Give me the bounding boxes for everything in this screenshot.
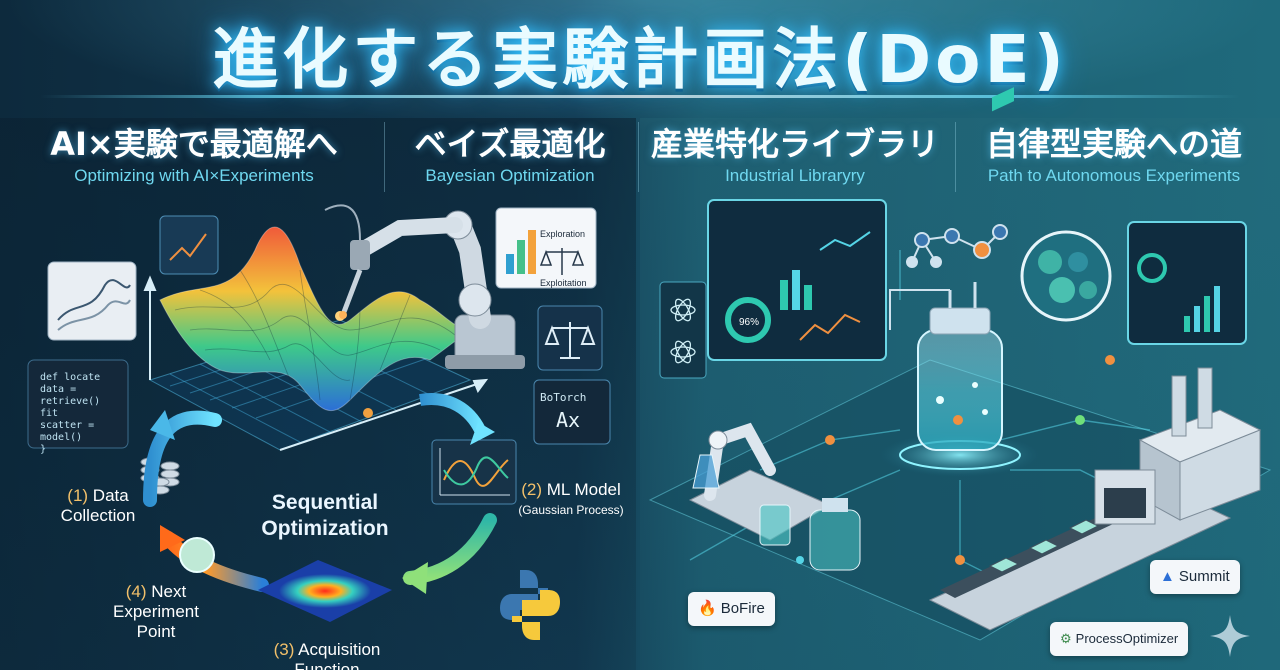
sparkle-icon — [1210, 615, 1250, 657]
step-text: Acquisition — [298, 640, 381, 659]
column-divider — [638, 122, 639, 192]
exploration-label: Exploration — [540, 229, 586, 239]
gear-icon: ⚙ — [1060, 631, 1072, 646]
column-subtitle-en: Path to Autonomous Experiments — [987, 166, 1241, 185]
column-title-jp: 自律型実験への道 — [985, 125, 1242, 163]
exploration-card — [495, 207, 597, 289]
step-data-collection: (1) Data Collection — [48, 486, 148, 526]
next-point-sphere — [179, 537, 215, 573]
bofire-badge: 🔥BoFire — [688, 592, 775, 626]
step-text: Data — [92, 486, 129, 505]
gp-chart-card — [431, 439, 517, 505]
processoptimizer-label: ProcessOptimizer — [1075, 631, 1179, 646]
python-logo-icon — [500, 570, 560, 640]
step-number: (2) — [521, 480, 543, 499]
column-subtitle-en: Bayesian Optimization — [425, 166, 595, 185]
summit-label: Summit — [1178, 568, 1230, 585]
scale-card — [537, 305, 603, 371]
chart-card-left — [47, 261, 137, 341]
code-card — [27, 359, 129, 449]
column-divider — [955, 122, 956, 192]
cycle-center-label: Sequential Optimization — [252, 490, 398, 542]
beakers — [759, 498, 861, 571]
reactor-jar — [880, 282, 1040, 477]
response-surface — [159, 226, 472, 412]
column-divider — [384, 122, 385, 192]
cycle-arrow-top-head — [150, 410, 175, 440]
step-text: Next — [151, 582, 187, 601]
column-header-ai-experiments: AI×実験で最適解へ Optimizing with AI×Experiment… — [14, 124, 374, 188]
processoptimizer-badge: ⚙ProcessOptimizer — [1050, 622, 1189, 656]
summit-badge: ▲Summit — [1150, 560, 1240, 594]
code-line: def locate — [40, 372, 101, 383]
botorch-card — [533, 379, 611, 445]
step-text: Experiment — [113, 602, 199, 621]
step-acquisition-function: (3) Acquisition Function — [252, 640, 402, 670]
column-header-bayesian: ベイズ最適化 Bayesian Optimization — [390, 124, 630, 188]
scale-icon — [544, 322, 596, 359]
code-line: fit — [40, 408, 59, 419]
column-title-jp: ベイズ最適化 — [414, 125, 606, 163]
cycle-center-line: Optimization — [261, 517, 389, 540]
column-subtitle-en: Industrial Libraryry — [725, 166, 865, 185]
page-title: 進化する実験計画法(DoE) — [212, 21, 1068, 98]
molecule-icon — [906, 224, 1008, 268]
flame-icon: 🔥 — [698, 600, 717, 617]
side-atom-panel — [659, 281, 707, 379]
atom-icon — [670, 298, 696, 364]
gauge-panel — [1127, 221, 1247, 345]
step-ml-model: (2) ML Model (Gaussian Process) — [510, 480, 632, 520]
cycle-center-line: Sequential — [271, 491, 379, 514]
step-text: (Gaussian Process) — [518, 503, 624, 517]
summit-mountain-icon: ▲ — [1160, 568, 1175, 585]
column-title-jp: 産業特化ライブラリ — [650, 125, 939, 163]
title-glow — [0, 0, 1280, 130]
step-number: (1) — [67, 486, 89, 505]
title-underline — [40, 95, 1240, 98]
acquisition-heatmap — [258, 560, 392, 622]
code-snippet: def locate data = retrieve() fit scatter… — [40, 372, 126, 456]
trend-card — [159, 215, 219, 275]
code-line: } — [40, 444, 47, 455]
step-number: (4) — [125, 582, 147, 601]
column-subtitle-en: Optimizing with AI×Experiments — [74, 166, 314, 185]
step-next-experiment: (4) Next Experiment Point — [94, 582, 218, 642]
dashboard-screen — [707, 199, 887, 361]
lab-robot-arm — [688, 422, 832, 541]
step-text: ML Model — [546, 480, 621, 499]
dashboard-percent: 96% — [738, 317, 759, 328]
plot-axes — [143, 275, 489, 451]
factory-building — [1094, 367, 1262, 525]
robot-arm — [324, 204, 525, 369]
cycle-arrow-left-head — [160, 525, 185, 552]
sample-point — [363, 408, 373, 418]
code-line: scatter = model() — [40, 420, 95, 443]
cycle-arrow-bottom-head — [402, 562, 428, 594]
bofire-label: BoFire — [720, 600, 765, 617]
column-title-jp: AI×実験で最適解へ — [50, 125, 338, 163]
botorch-label: BoTorch — [540, 391, 587, 404]
column-header-industrial: 産業特化ライブラリ Industrial Libraryry — [640, 124, 950, 188]
cycle-arrow-right-head — [470, 422, 495, 445]
ax-label: Ax — [556, 408, 581, 432]
code-line: data = retrieve() — [40, 384, 101, 407]
step-text: Function — [294, 660, 360, 670]
step-number: (3) — [273, 640, 295, 659]
cycle-arrow-right — [419, 393, 486, 433]
step-text: Collection — [60, 506, 136, 525]
column-header-autonomous: 自律型実験への道 Path to Autonomous Experiments — [958, 124, 1270, 188]
step-text: Point — [136, 622, 176, 641]
microscope-view — [1020, 230, 1112, 322]
exploitation-label: Exploitation — [540, 278, 587, 288]
